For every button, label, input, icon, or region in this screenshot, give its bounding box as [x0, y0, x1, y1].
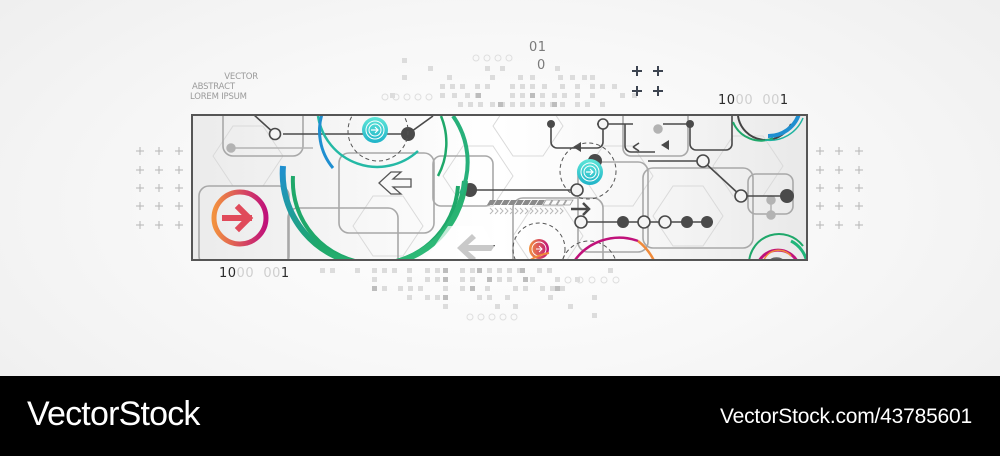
caption-text: VECTOR ABSTRACT LOREM IPSUM [190, 72, 260, 102]
binary-digit: 1 [280, 266, 290, 281]
binary-left: 1000 001 [219, 266, 290, 281]
green-arcs [279, 116, 470, 259]
binary-digit: 00 [263, 266, 281, 281]
binary-top-line-1: 01 [529, 40, 547, 55]
binary-digit: 10 [219, 266, 237, 281]
illustration-canvas: VECTOR ABSTRACT LOREM IPSUM 01 0 1000 00… [135, 39, 864, 321]
pixel-pattern [135, 54, 864, 321]
circuit-panel [191, 114, 808, 261]
binary-digit: 00 [236, 266, 255, 281]
progress-hatch [487, 199, 591, 216]
forward-badge-icon [362, 117, 388, 143]
binary-digit: 1 [779, 93, 789, 108]
binary-digit: 00 [735, 93, 754, 108]
binary-right: 1000 001 [718, 93, 789, 108]
arrow-left-outline-icon [378, 171, 412, 195]
image-url: VectorStock.com/43785601 [719, 405, 972, 428]
caption-line-3: LOREM IPSUM [190, 92, 247, 102]
forward-badge-icon [577, 159, 603, 185]
brand-logo: VectorStock [27, 395, 200, 433]
caption-line-2: ABSTRACT [192, 82, 235, 92]
binary-top-line-2: 0 [537, 58, 546, 73]
plus-grid-left [135, 146, 864, 230]
binary-top: 01 0 [529, 39, 547, 75]
arrow-right-circle-icon [211, 189, 269, 247]
arrow-right-small-icon [571, 202, 591, 216]
binary-digit: 00 [762, 93, 780, 108]
binary-digit: 10 [718, 93, 736, 108]
caption-line-1: VECTOR [224, 72, 258, 82]
footer-bar: VectorStock VectorStock.com/43785601 [0, 376, 1000, 456]
